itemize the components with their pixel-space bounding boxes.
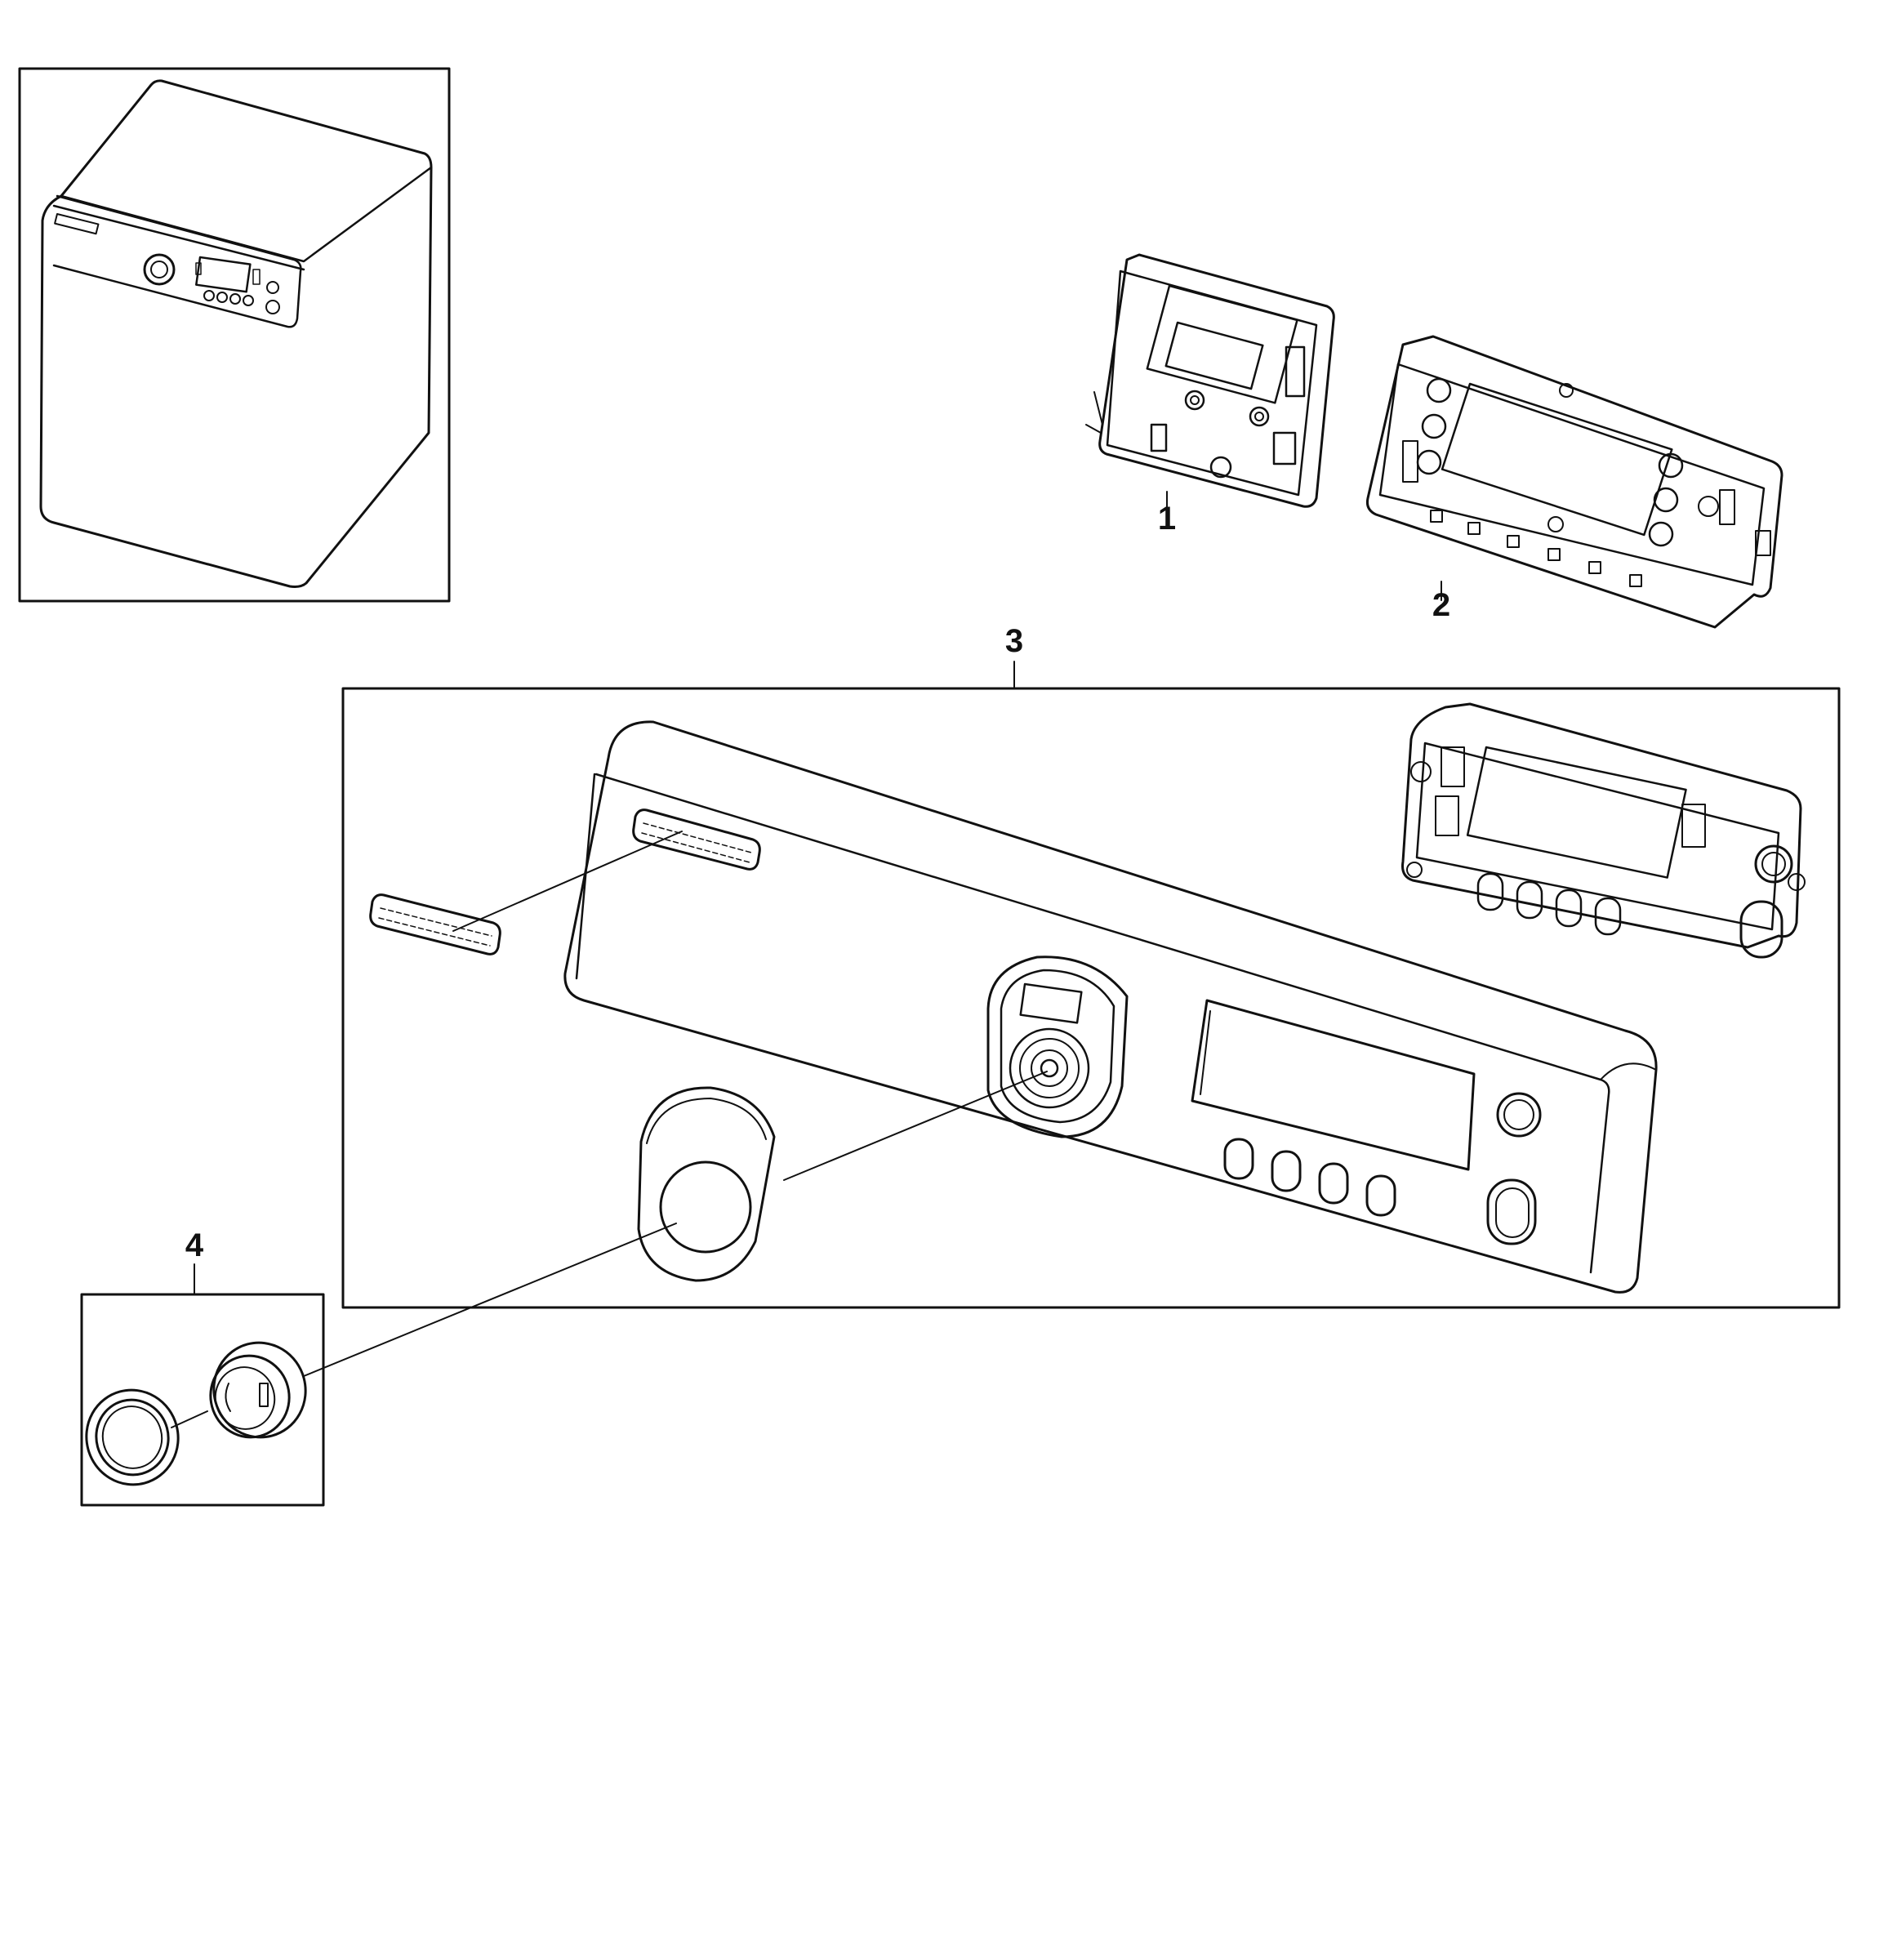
callout-1: 1 [1158,501,1176,537]
knob-ring [85,1388,180,1486]
callout-3: 3 [1005,623,1023,659]
callout-2: 2 [1432,587,1450,623]
control-panel-fascia [563,720,1658,1294]
callout-4: 4 [185,1227,204,1263]
knob-cap [637,1086,776,1282]
brand-badge [369,893,501,956]
part-3-control-panel-assembly [341,687,1841,1309]
knob-body [209,1341,307,1439]
leader-lines [171,491,1442,1428]
appliance-cabinet-illustration [39,79,433,588]
part-2-display-board [1366,335,1783,629]
callouts: 1 2 3 4 [185,501,1450,1263]
part-4-knob-set [80,1293,325,1507]
overview-panel [18,67,451,603]
part-1-control-board [1085,253,1335,508]
part-3-display-board [1401,702,1806,959]
